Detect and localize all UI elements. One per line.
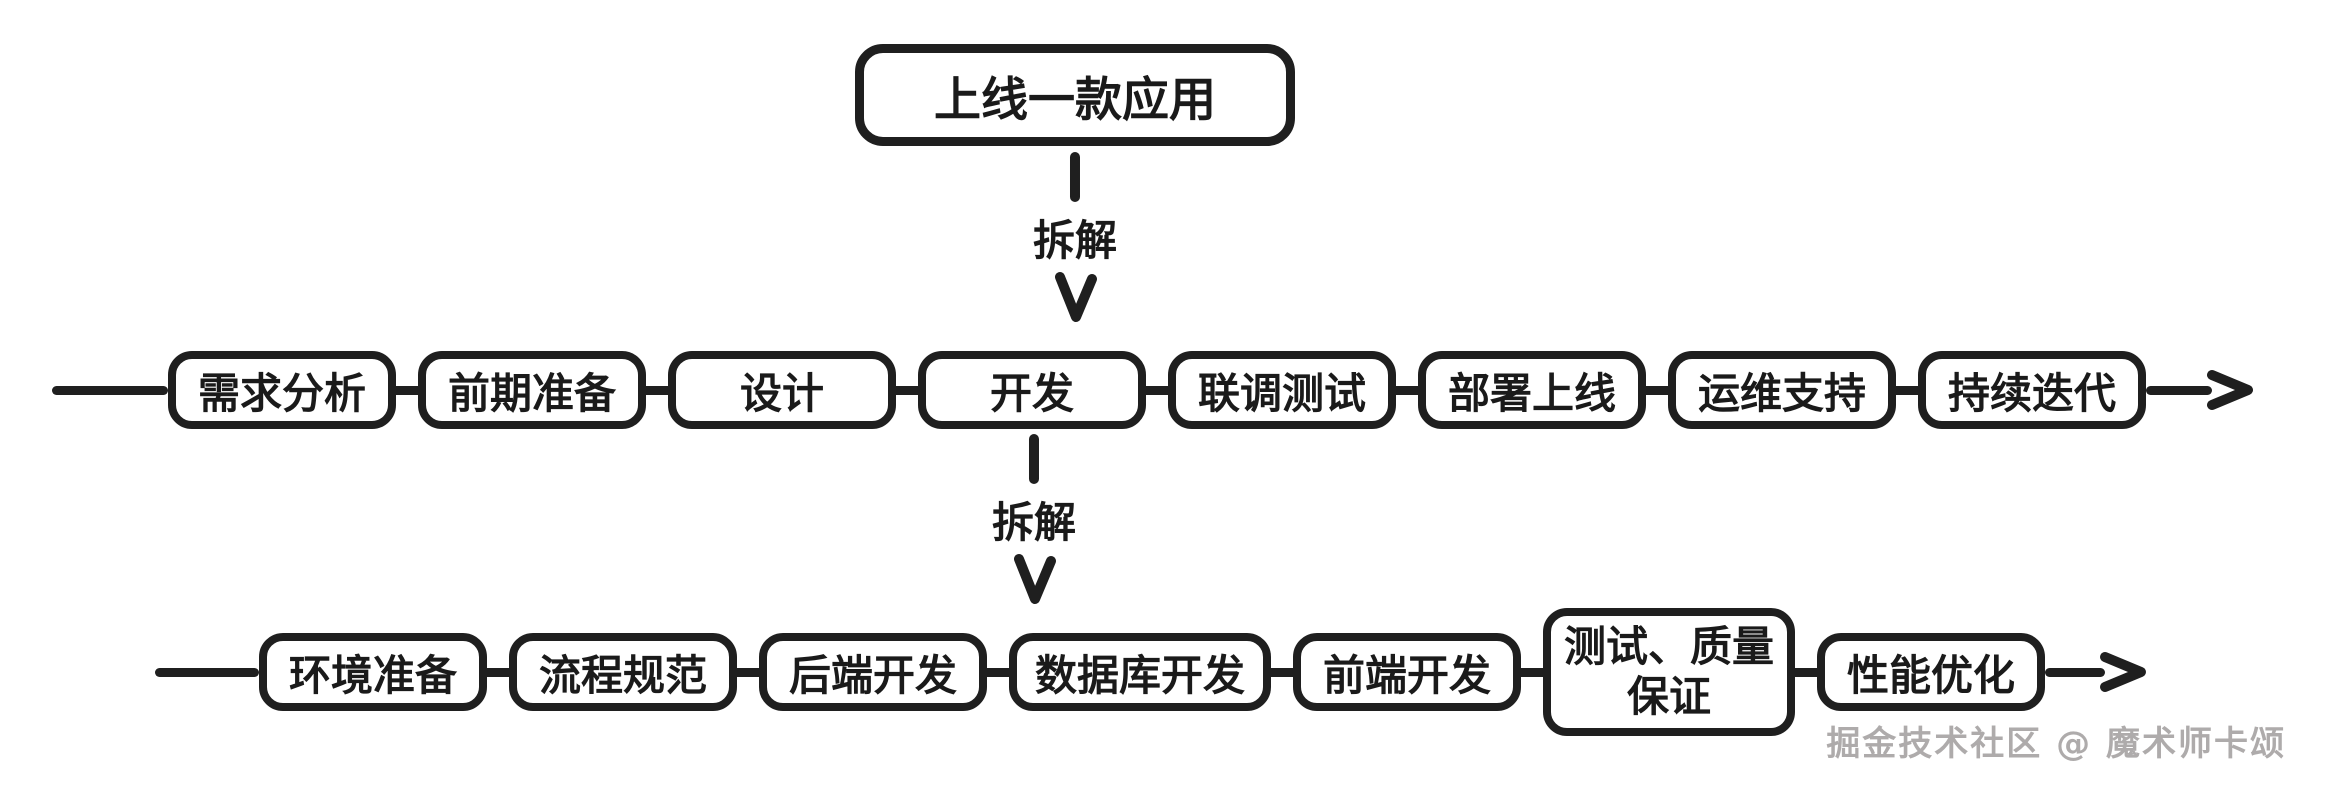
flow-line (52, 385, 168, 395)
flow-connector (1271, 667, 1293, 677)
node-performance-optimization: 性能优化 (1817, 633, 2045, 711)
node-deployment: 部署上线 (1418, 351, 1646, 429)
flow-connector (1646, 385, 1668, 395)
sub-flow-row: 环境准备 流程规范 后端开发 数据库开发 前端开发 测试、质量保证 性能优化 (155, 608, 2149, 736)
main-flow-row: 需求分析 前期准备 设计 开发 联调测试 部署上线 运维支持 持续迭代 (52, 351, 2256, 429)
decompose-label-1: 拆解 (1032, 216, 1118, 265)
flow-connector (1146, 385, 1168, 395)
node-launch-app: 上线一款应用 (855, 44, 1295, 146)
node-preparation: 前期准备 (418, 351, 646, 429)
flow-connector (896, 385, 918, 395)
node-frontend-development: 前端开发 (1293, 633, 1521, 711)
arrow-stem (1028, 434, 1039, 484)
flow-connector (1795, 667, 1817, 677)
decompose-label-2: 拆解 (991, 498, 1077, 547)
watermark: 掘金技术社区 @ 魔术师卡颂 (1826, 724, 2286, 764)
flow-line (2146, 385, 2212, 395)
arrow-right-icon (2100, 652, 2146, 692)
node-continuous-iteration: 持续迭代 (1918, 351, 2146, 429)
node-backend-development: 后端开发 (759, 633, 987, 711)
arrow-down-icon (1054, 272, 1097, 322)
flow-connector (1396, 385, 1418, 395)
flow-connector (987, 667, 1009, 677)
node-requirements-analysis: 需求分析 (168, 351, 396, 429)
flow-line (155, 667, 259, 677)
arrow-stem (1069, 152, 1080, 202)
decompose-connector-1: 拆解 (1033, 152, 1117, 325)
flow-connector (1521, 667, 1543, 677)
node-testing-qa: 测试、质量保证 (1543, 608, 1795, 736)
node-operations-support: 运维支持 (1668, 351, 1896, 429)
node-environment-setup: 环境准备 (259, 633, 487, 711)
flow-connector (396, 385, 418, 395)
node-development: 开发 (918, 351, 1146, 429)
node-integration-testing: 联调测试 (1168, 351, 1396, 429)
arrow-right-icon (2207, 370, 2253, 410)
node-process-standards: 流程规范 (509, 633, 737, 711)
arrow-down-icon (1013, 554, 1056, 604)
flow-connector (1896, 385, 1918, 395)
flow-connector (646, 385, 668, 395)
decompose-connector-2: 拆解 (992, 434, 1076, 607)
flow-line (2045, 667, 2105, 677)
node-design: 设计 (668, 351, 896, 429)
flow-connector (737, 667, 759, 677)
flow-connector (487, 667, 509, 677)
node-database-development: 数据库开发 (1009, 633, 1271, 711)
